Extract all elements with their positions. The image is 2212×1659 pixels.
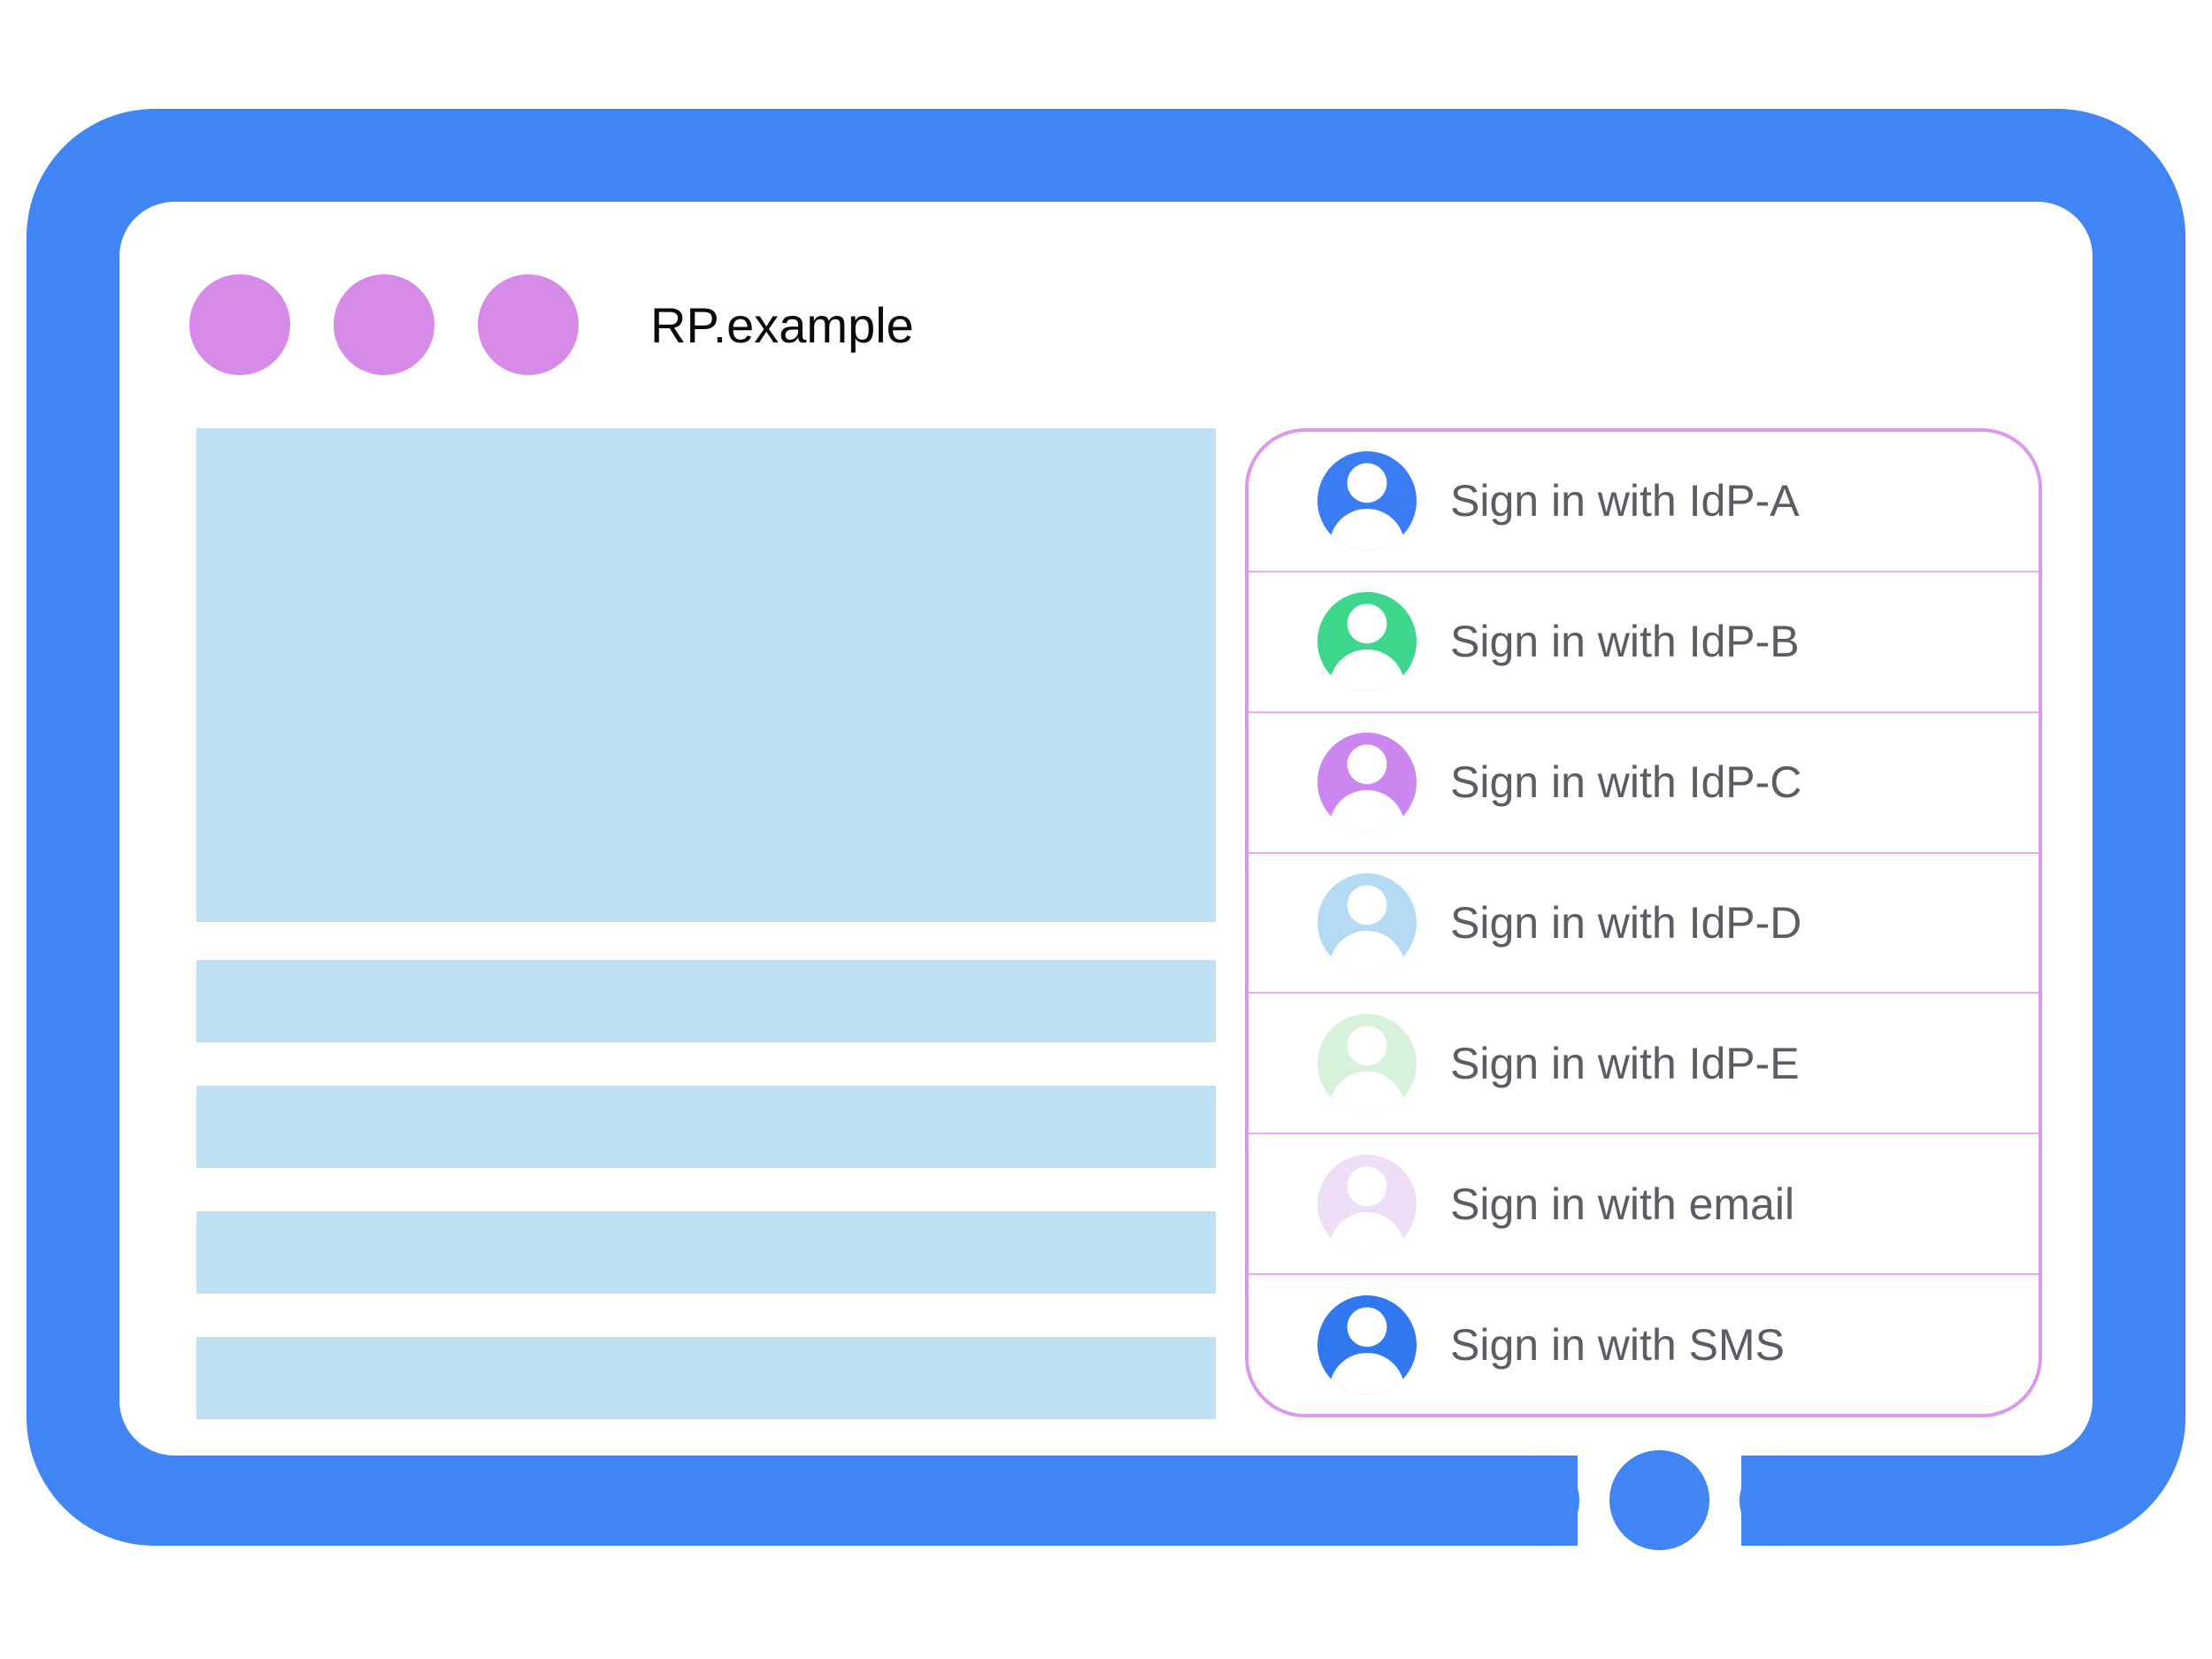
signin-item-idp-b[interactable]: Sign in with IdP-B xyxy=(1248,570,2039,711)
person-avatar-icon xyxy=(1317,592,1417,692)
signin-item-idp-c[interactable]: Sign in with IdP-C xyxy=(1248,710,2039,852)
person-avatar-icon xyxy=(1317,873,1417,972)
person-avatar-icon xyxy=(1317,1154,1417,1254)
content-hero-placeholder xyxy=(196,428,1216,922)
window-dot-icon xyxy=(478,274,579,375)
window-dot-icon xyxy=(189,274,290,375)
person-avatar-icon xyxy=(1317,733,1417,833)
signin-option-label: Sign in with SMS xyxy=(1450,1319,1785,1370)
page-title: RP.example xyxy=(650,296,914,353)
frame-bottom-bar-left-cap xyxy=(1500,1455,1579,1546)
window-traffic-dots xyxy=(189,274,579,375)
signin-option-label: Sign in with IdP-D xyxy=(1450,898,1802,948)
frame-bottom-bar-right-cap xyxy=(1740,1455,1819,1546)
person-avatar-icon xyxy=(1317,451,1417,551)
signin-item-idp-e[interactable]: Sign in with IdP-E xyxy=(1248,992,2039,1133)
home-button-icon xyxy=(1609,1450,1709,1550)
signin-option-label: Sign in with IdP-B xyxy=(1450,617,1800,667)
site-title-wrap: RP.example xyxy=(650,274,914,375)
signin-option-label: Sign in with email xyxy=(1450,1179,1795,1229)
signin-chooser-panel: Sign in with IdP-A Sign in with IdP-B Si… xyxy=(1245,428,2042,1417)
signin-option-label: Sign in with IdP-A xyxy=(1450,476,1800,526)
signin-item-email[interactable]: Sign in with email xyxy=(1248,1133,2039,1273)
person-avatar-icon xyxy=(1317,1294,1417,1394)
signin-item-sms[interactable]: Sign in with SMS xyxy=(1248,1273,2039,1414)
signin-item-idp-a[interactable]: Sign in with IdP-A xyxy=(1248,432,2039,571)
signin-option-label: Sign in with IdP-C xyxy=(1450,757,1802,808)
content-text-bar-placeholder xyxy=(196,1337,1216,1419)
window-dot-icon xyxy=(334,274,434,375)
signin-option-label: Sign in with IdP-E xyxy=(1450,1038,1800,1088)
signin-item-idp-d[interactable]: Sign in with IdP-D xyxy=(1248,851,2039,993)
person-avatar-icon xyxy=(1317,1013,1417,1113)
content-text-bar-placeholder xyxy=(196,1211,1216,1294)
content-text-placeholders xyxy=(196,960,1216,1419)
content-text-bar-placeholder xyxy=(196,1086,1216,1168)
content-text-bar-placeholder xyxy=(196,960,1216,1042)
